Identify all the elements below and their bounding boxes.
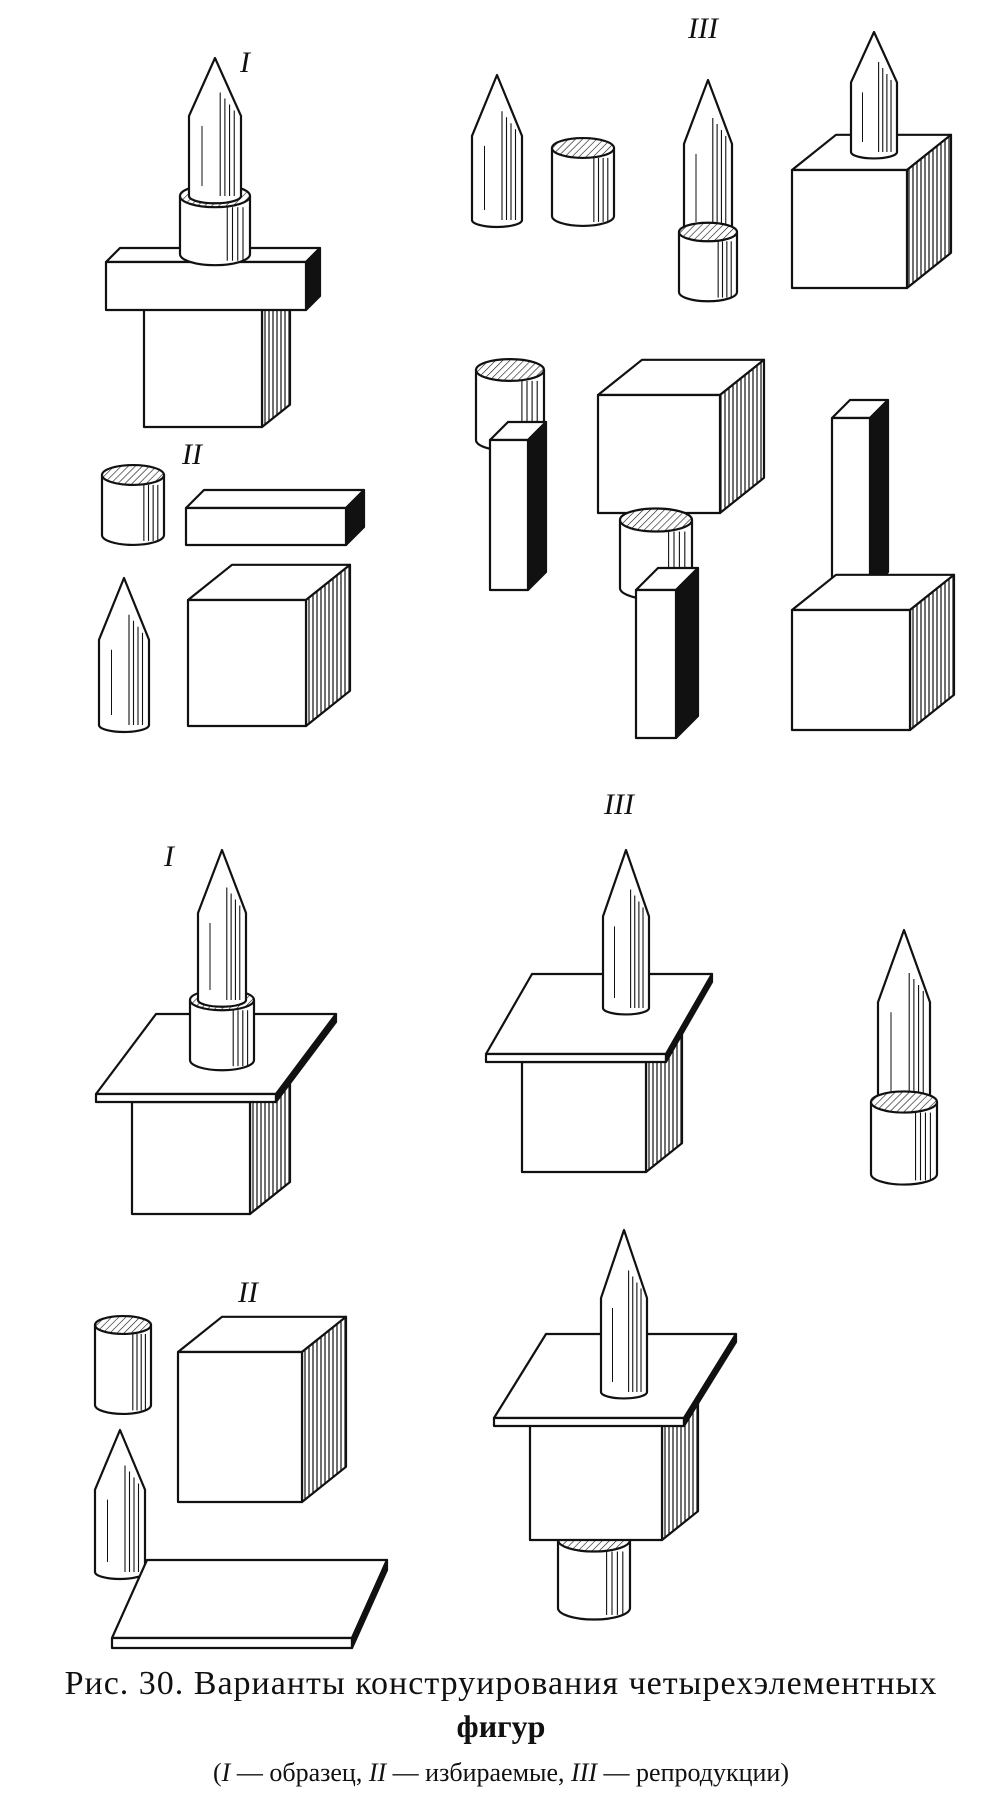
bottom-repro-ring [869,1090,939,1186]
bottom-repro-spike-on-ring [876,928,932,1111]
top-repro-bar-middle [634,566,700,740]
top-repro-spike-on-ring [682,78,734,240]
top-repro-bar-right [830,398,890,592]
label-bottom-repro: III [604,788,634,821]
legend-key-repro: III [571,1758,598,1787]
bottom-chosen-cylinder [93,1314,153,1416]
top-chosen-spike [97,576,151,734]
top-repro-bar-left [488,420,548,592]
top-repro-ring [677,221,739,303]
top-chosen-bar [184,488,366,547]
top-repro-spike-on-cube [849,30,899,160]
top-repro-cylinder [550,136,616,227]
top-repro-spike-loose [470,73,524,229]
caption-title: Рис. 30. Варианты конструирования четыре… [64,1665,938,1702]
legend-text-chosen: — избираемые, [386,1758,572,1787]
figure-30-drawings [93,30,956,1650]
bottom-repro-spike-2 [599,1228,649,1400]
label-bottom-sample: I [164,840,174,873]
bottom-repro-plate [484,972,714,1064]
top-repro-cube [790,133,953,290]
legend-key-sample: I [221,1758,231,1787]
bottom-repro-spike [601,848,651,1016]
bottom-sample-spike [196,848,248,1008]
top-chosen-cube [186,563,352,728]
caption-legend: (I — образец, II — избираемые, III — реп… [0,1758,1002,1788]
label-top-chosen: II [182,438,202,471]
legend-text-sample: — образец, [230,1758,369,1787]
top-repro-cube-middle [596,358,766,515]
legend-key-chosen: II [368,1758,387,1787]
label-top-repro: III [688,12,718,45]
bottom-chosen-plate [110,1558,389,1650]
caption-title-continued: фигур [456,1708,546,1744]
label-top-sample: I [240,46,250,79]
top-sample-spike [187,56,243,205]
bottom-chosen-cube [176,1315,348,1504]
top-chosen-cylinder [100,463,166,546]
top-repro-cube-right [790,573,956,732]
bottom-repro-cylinder-below [556,1527,632,1621]
legend-text-repro: — репродукции) [597,1758,789,1787]
legend-open: ( [213,1758,222,1787]
bottom-chosen-spike [93,1428,147,1581]
label-bottom-chosen: II [238,1276,258,1309]
